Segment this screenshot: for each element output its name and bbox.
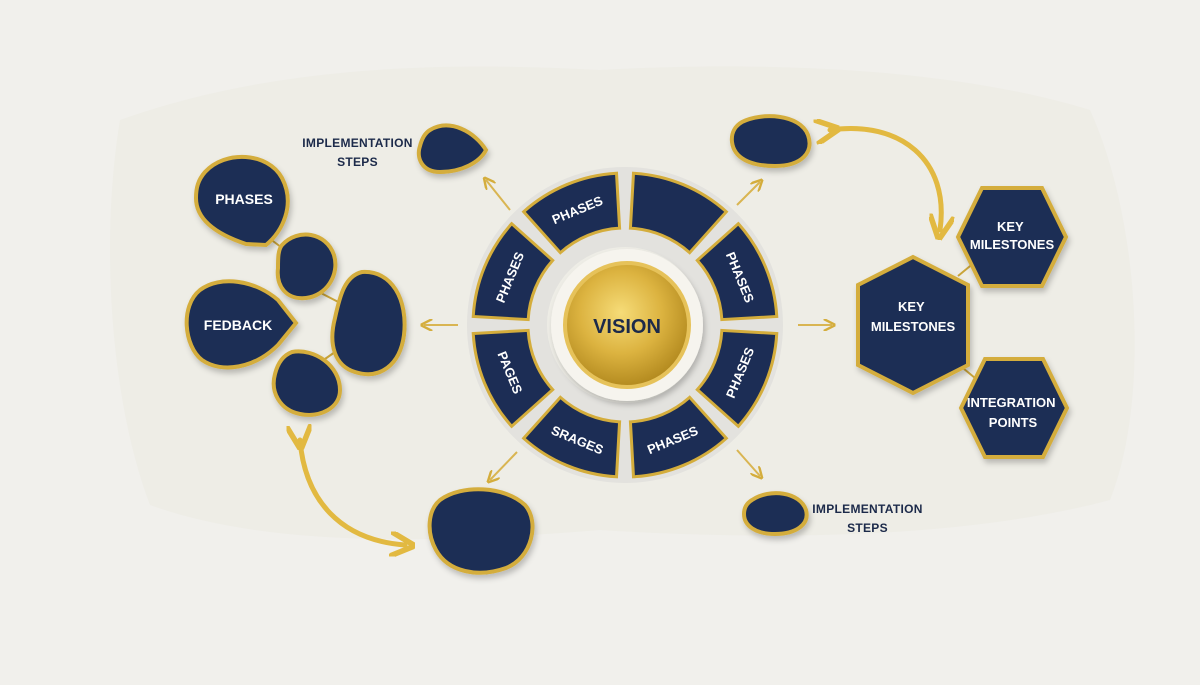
small-blob-upper[interactable] <box>275 232 338 301</box>
satellite-blobs <box>416 114 812 575</box>
ring-segment-top-right[interactable] <box>628 171 729 255</box>
phase-ring: PHASESPHASESPHASESPHASESSRAGESPAGESPHASE… <box>471 171 779 479</box>
arrow-up-right <box>736 182 760 206</box>
arrow-up-left <box>486 180 511 211</box>
ring-base <box>467 167 783 483</box>
integration-points-hex[interactable] <box>958 357 1070 459</box>
ring-segment-left-upper[interactable]: PHASES <box>471 221 555 322</box>
blob-bottom-center[interactable] <box>427 487 535 575</box>
arrow-down-left <box>490 451 518 480</box>
ring-segment-left-lower[interactable]: PAGES <box>471 328 555 429</box>
phases-node-label: PHASES <box>215 191 273 207</box>
implementation-bottom-line1: IMPLEMENTATION <box>812 502 923 516</box>
blob-top-right[interactable] <box>729 114 812 169</box>
implementation-top-line2: STEPS <box>337 155 378 169</box>
key-milestones-hex-middle[interactable] <box>856 254 970 396</box>
top-hex-label: KEY MILESTONES <box>970 219 1055 252</box>
implementation-steps-label-top: IMPLEMENTATION STEPS <box>300 134 415 172</box>
ring-segment-shape <box>471 328 555 429</box>
ring-segment-bottom-right[interactable]: PHASES <box>628 395 729 479</box>
ring-segment-shape <box>695 221 779 322</box>
left-cluster <box>184 154 407 417</box>
vision-label: VISION <box>593 316 661 338</box>
key-milestones-hex-top[interactable] <box>955 186 1069 288</box>
phases-blob[interactable] <box>193 154 290 248</box>
ring-segment-shape <box>628 171 729 255</box>
blob-bottom-right[interactable] <box>741 491 809 537</box>
ring-segment-top[interactable]: PHASES <box>521 171 622 255</box>
ring-segment-shape <box>521 395 622 479</box>
ring-segment-right-lower[interactable]: PHASES <box>695 328 779 429</box>
feedback-node-label: FEDBACK <box>204 317 272 333</box>
arrow-down-right <box>736 449 760 476</box>
implementation-top-line1: IMPLEMENTATION <box>302 136 413 150</box>
middle-hex-label: KEY MILESTONES <box>871 299 956 334</box>
vision-node[interactable]: VISION <box>551 249 703 401</box>
bottom-hex-label: INTEGRATION POINTS <box>967 395 1059 430</box>
ring-segment-shape <box>471 221 555 322</box>
large-blob-right[interactable] <box>330 269 407 377</box>
feedback-blob[interactable] <box>184 279 299 370</box>
ring-segment-right-upper[interactable]: PHASES <box>695 221 779 322</box>
vision-disc <box>563 261 691 389</box>
radial-arrows <box>424 180 832 480</box>
small-blob-lower[interactable] <box>271 349 343 417</box>
ring-segment-shape <box>521 171 622 255</box>
implementation-steps-label-bottom: IMPLEMENTATION STEPS <box>810 500 925 538</box>
right-cluster <box>856 186 1070 459</box>
ring-segment-bottom[interactable]: SRAGES <box>521 395 622 479</box>
ring-segment-shape <box>695 328 779 429</box>
ring-segment-shape <box>628 395 729 479</box>
implementation-bottom-line2: STEPS <box>847 521 888 535</box>
curved-arrow-right <box>830 128 941 230</box>
blob-top-left[interactable] <box>416 123 489 175</box>
curved-arrow-left <box>300 440 405 545</box>
